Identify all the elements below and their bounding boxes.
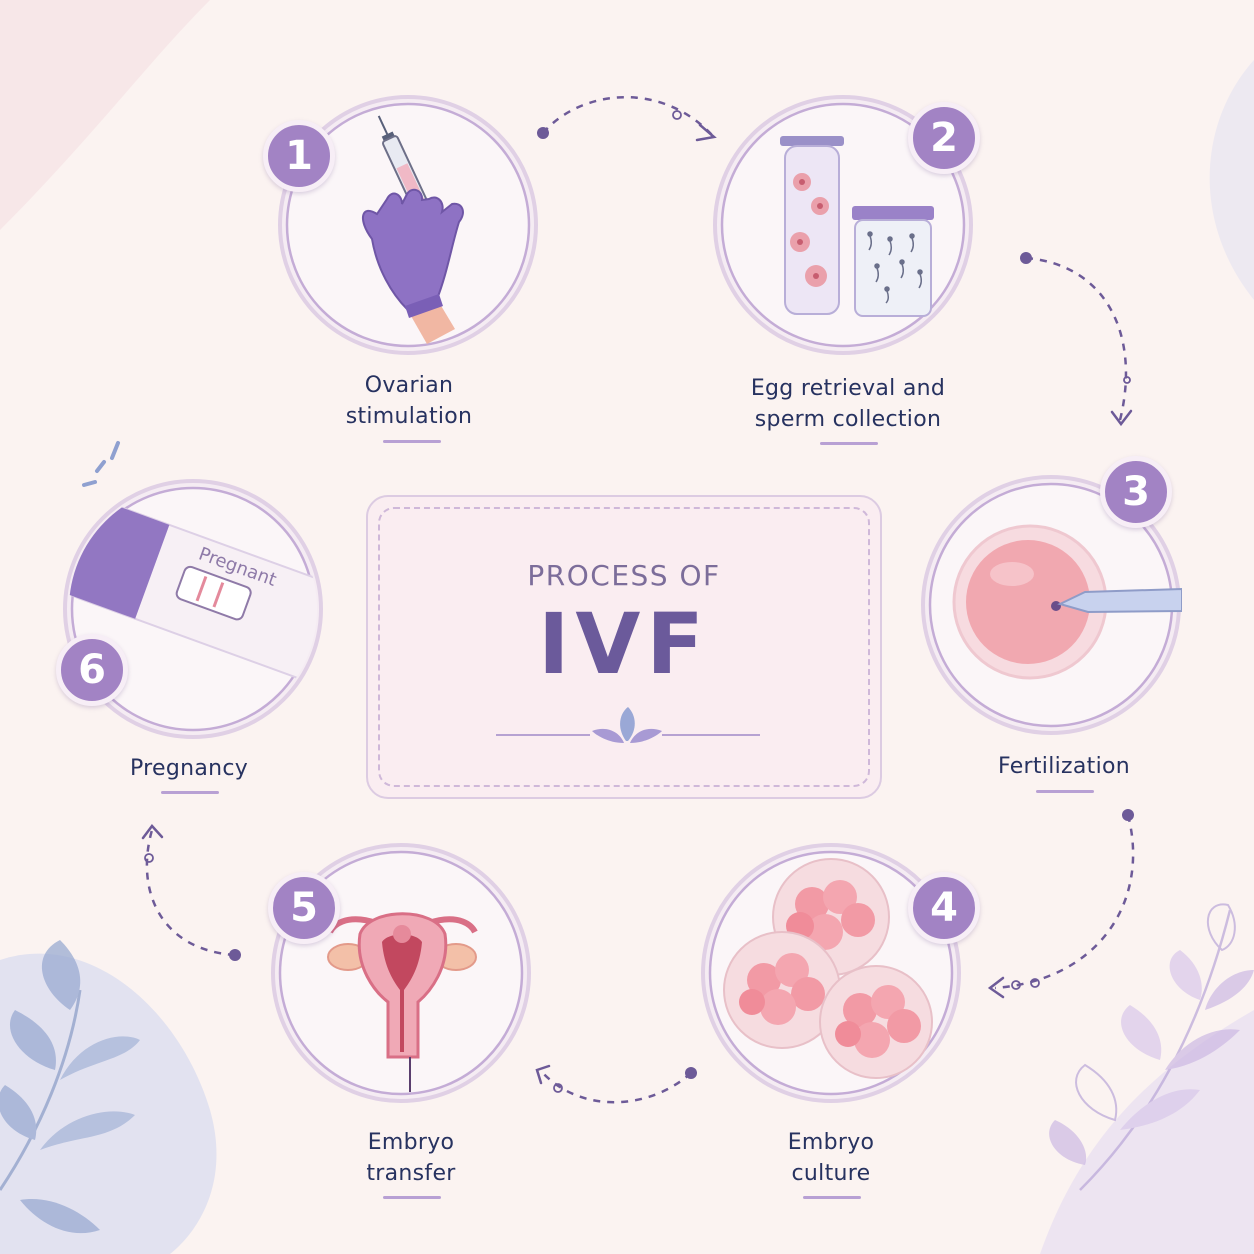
step-4-circle [701,843,961,1103]
step-4-underline [803,1196,861,1199]
step-4: 4 [700,842,980,1104]
step-badge: 4 [908,872,980,944]
step-3-circle [921,475,1182,735]
embryo-cells-icon [723,858,933,1079]
uterus-icon [327,912,478,1092]
step-1-circle [278,95,538,355]
syringe-glove-icon [362,115,464,344]
arrow-4-to-5 [539,1069,692,1104]
step-1: 1 [263,94,539,356]
step-badge: 6 [56,634,128,706]
arrow-5-to-6 [145,829,236,957]
step-badge: 2 [908,102,980,174]
arrow-1-to-2 [542,95,713,136]
arrow-2-to-3 [1025,256,1128,421]
step-badge: 5 [268,872,340,944]
step-badge: 3 [1100,456,1172,528]
step-6-underline [161,791,219,794]
leaf-branch-left-icon [0,940,140,1234]
title-main: IVF [538,595,710,693]
leaf-divider-icon [496,707,760,743]
step-1-underline [383,440,441,443]
step-2: 2 [712,94,980,356]
step-2-circle [713,95,973,355]
step-3-underline [1036,790,1094,793]
step-3: 3 [920,456,1182,736]
step-6: Pregnant 6 [56,478,324,740]
arrow-3-to-4 [994,814,1135,990]
step-5: 5 [268,842,532,1104]
egg-injection-icon [952,524,1182,680]
step-badge: 1 [263,120,335,192]
title-card-border [378,507,870,787]
step-5-underline [383,1196,441,1199]
test-tubes-icon [780,136,934,317]
step-6-circle: Pregnant [63,479,323,739]
step-6-label: Pregnancy [129,756,249,781]
step-3-label: Fertilization [997,754,1131,779]
title-card: PROCESS OF IVF [366,495,882,799]
step-2-underline [820,442,878,445]
title-subtitle: PROCESS OF [527,559,721,592]
leaf-branch-right-icon [1049,903,1254,1191]
